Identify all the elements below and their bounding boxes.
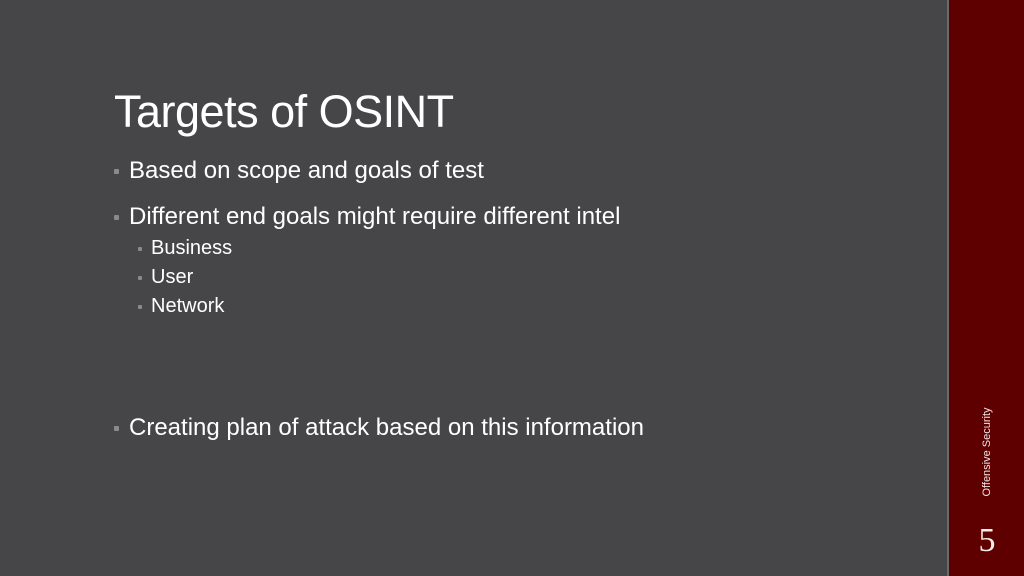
- footer-label: Offensive Security: [981, 407, 993, 497]
- page-number: 5: [978, 522, 996, 559]
- sub-bullet-text: Network: [151, 295, 225, 317]
- bullet-text: Creating plan of attack based on this in…: [129, 414, 644, 441]
- bullet-icon: [138, 246, 142, 251]
- sub-bullet-text: Business: [151, 237, 233, 259]
- bullet-text: Different end goals might require differ…: [129, 203, 621, 230]
- sub-bullet-item: User: [138, 266, 193, 289]
- sidebar: [947, 0, 1024, 576]
- bullet-item: Based on scope and goals of test: [114, 157, 484, 185]
- bullet-icon: [114, 168, 119, 174]
- slide-content-area: Targets of OSINT Based on scope and goal…: [114, 86, 644, 442]
- bullet-item: Creating plan of attack based on this in…: [114, 414, 644, 442]
- bullet-text: Based on scope and goals of test: [129, 157, 484, 184]
- bullet-item: Different end goals might require differ…: [114, 203, 620, 231]
- bullet-icon: [138, 275, 142, 280]
- bullet-icon: [114, 425, 119, 431]
- slide-title: Targets of OSINT: [114, 86, 454, 137]
- sub-bullet-item: Network: [138, 295, 224, 318]
- sub-bullet-item: Business: [138, 237, 232, 260]
- bullet-icon: [138, 304, 142, 309]
- sub-bullet-text: User: [151, 266, 194, 288]
- bullet-icon: [114, 214, 119, 220]
